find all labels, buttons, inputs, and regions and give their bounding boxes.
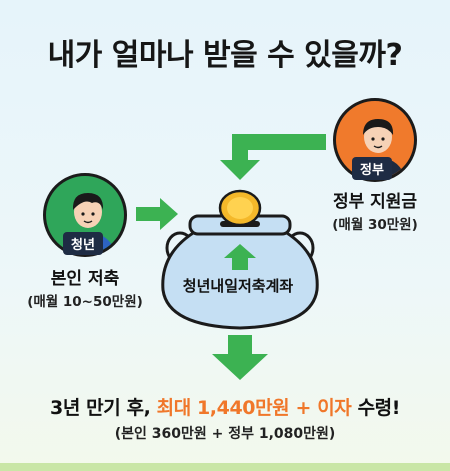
youth-arrow-icon [136, 198, 178, 230]
government-arrow-icon [220, 134, 326, 180]
government-sub-label: (매월 30만원) [332, 217, 418, 233]
government-label: 정부 지원금 [332, 192, 418, 212]
page-title: 내가 얼마나 받을 수 있을까? [47, 38, 403, 73]
result-highlight: 최대 1,440만원 + 이자 [156, 397, 352, 419]
savings-pot-icon [161, 214, 319, 330]
coin-icon [218, 189, 262, 227]
bottom-strip [0, 463, 450, 471]
result-detail: (본인 360만원 + 정부 1,080만원) [114, 426, 336, 442]
account-label: 청년내일저축계좌 [182, 277, 294, 295]
result-suffix: 수령! [351, 397, 401, 419]
up-arrow-icon [224, 244, 256, 270]
youth-label: 본인 저축 [50, 269, 120, 289]
result-headline: 3년 만기 후, 최대 1,440만원 + 이자 수령! [0, 393, 450, 420]
result-prefix: 3년 만기 후, [50, 397, 157, 419]
youth-sub-label: (매월 10~50만원) [27, 294, 143, 310]
government-tag: 정부 [352, 157, 392, 180]
result-arrow-icon [212, 335, 268, 380]
youth-tag: 청년 [63, 232, 103, 255]
